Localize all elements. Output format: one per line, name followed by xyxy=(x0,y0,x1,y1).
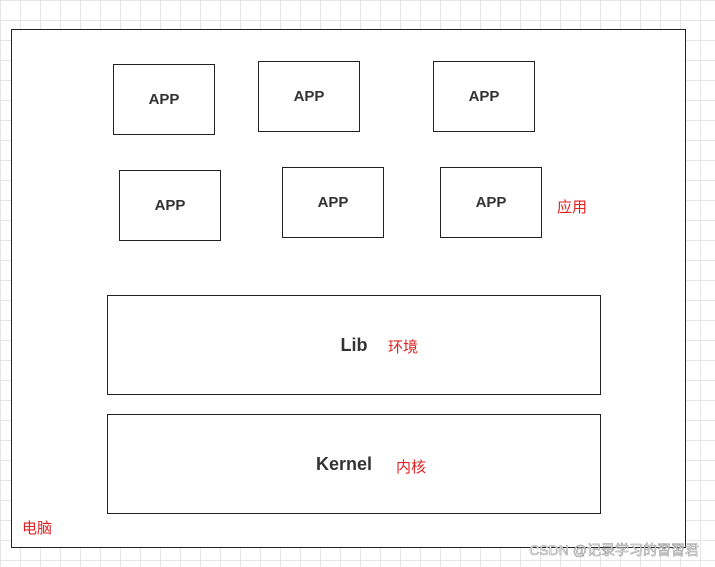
app-label: APP xyxy=(317,194,349,211)
app-label: APP xyxy=(468,88,500,105)
kernel-annotation: 内核 xyxy=(396,459,427,476)
app-box: APP xyxy=(113,64,215,135)
lib-label: Lib xyxy=(340,334,368,355)
app-label: APP xyxy=(154,197,186,214)
app-box: APP xyxy=(440,167,542,238)
computer-annotation: 电脑 xyxy=(22,520,53,537)
app-label: APP xyxy=(293,88,325,105)
app-box: APP xyxy=(282,167,384,238)
app-box: APP xyxy=(258,61,360,132)
watermark-text: CSDN @记录学习的習習君 xyxy=(529,542,699,559)
kernel-layer-box: Kernel 内核 xyxy=(107,414,601,514)
lib-annotation: 环境 xyxy=(388,339,419,356)
app-box: APP xyxy=(433,61,535,132)
app-annotation: 应用 xyxy=(557,199,588,216)
app-label: APP xyxy=(148,91,180,108)
kernel-label: Kernel xyxy=(315,453,373,474)
lib-layer-box: Lib 环境 xyxy=(107,295,601,395)
app-label: APP xyxy=(475,194,507,211)
app-box: APP xyxy=(119,170,221,241)
